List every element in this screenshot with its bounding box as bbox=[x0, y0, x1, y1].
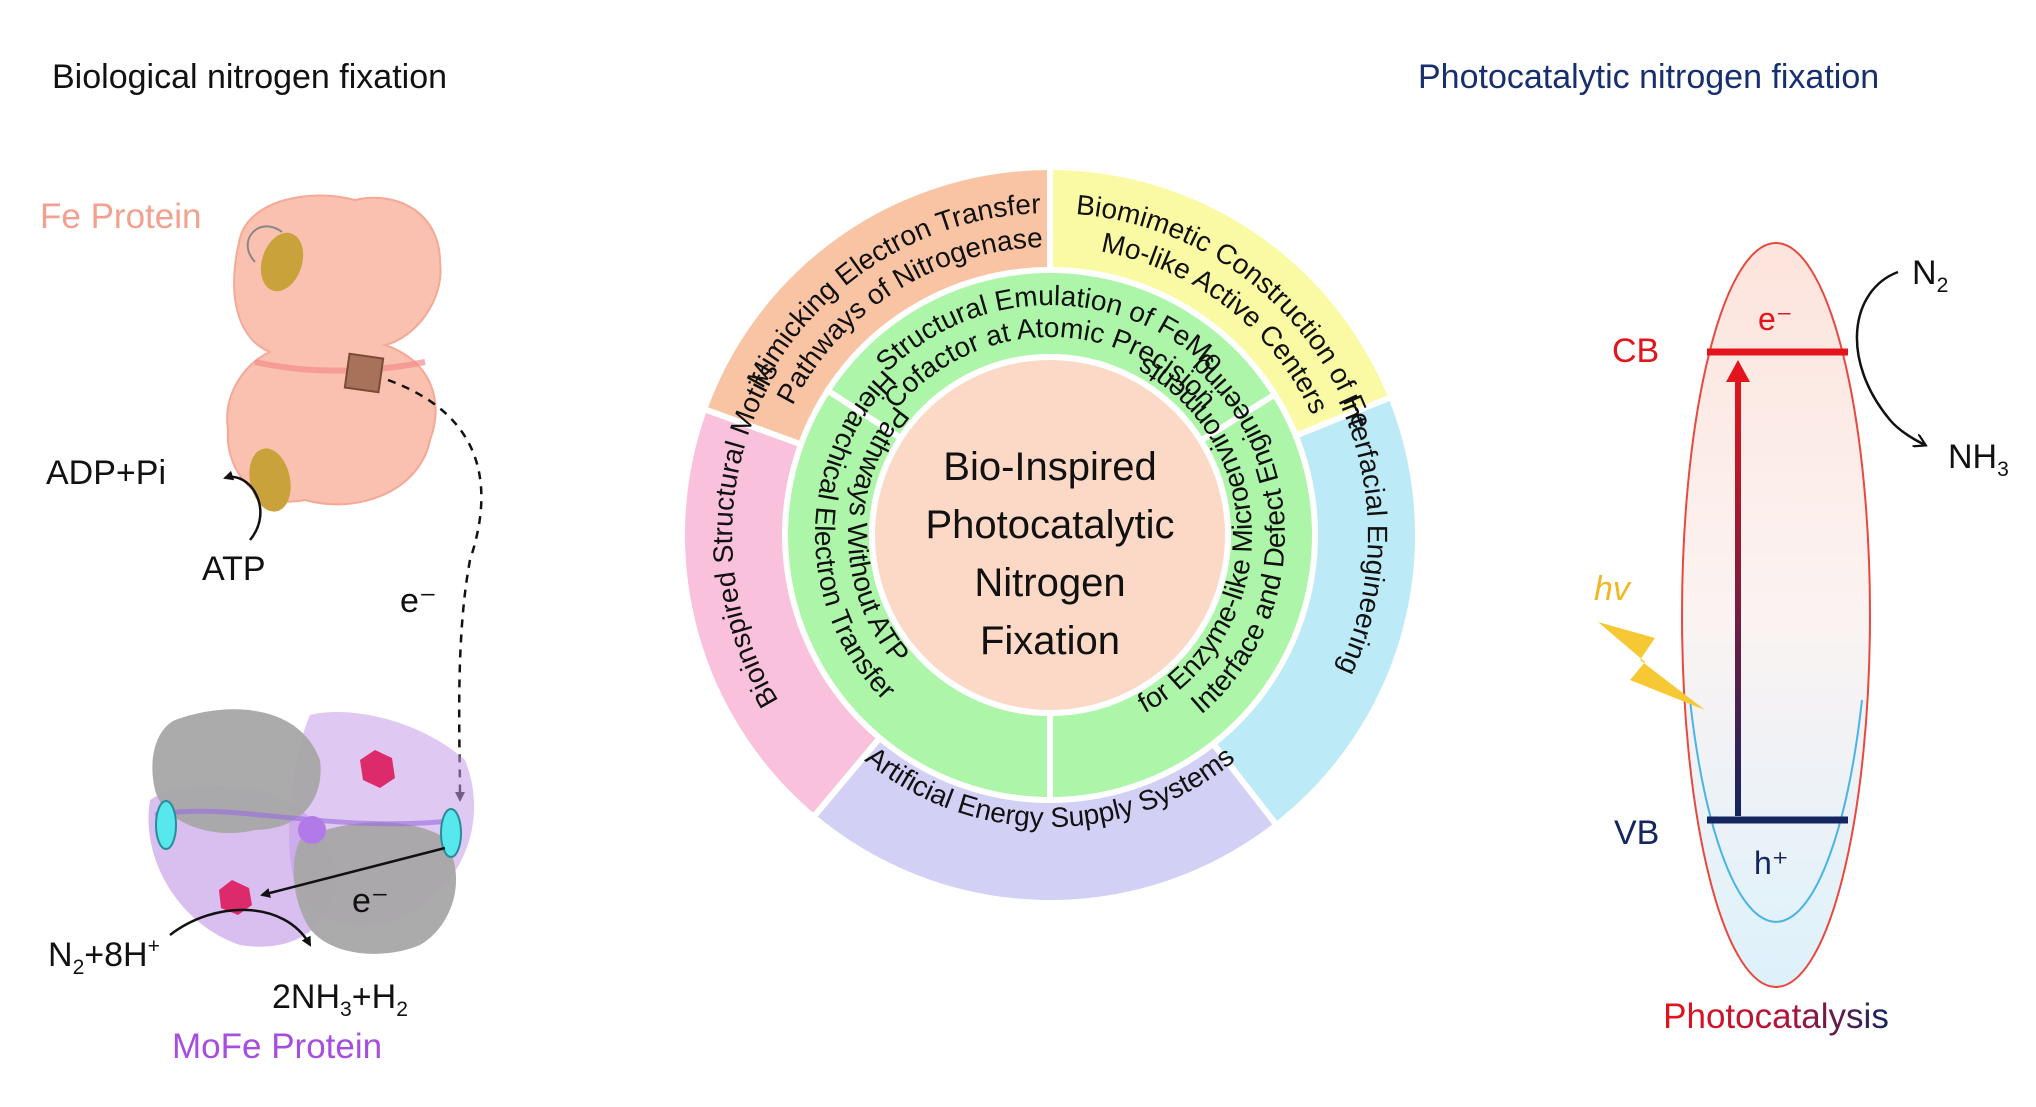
electron-transfer-arrow bbox=[260, 846, 446, 898]
center-title: Bio-Inspired Photocatalytic Nitrogen Fix… bbox=[925, 445, 1174, 663]
reduction-arrow bbox=[1855, 270, 1925, 445]
lightning-icon bbox=[1598, 622, 1705, 710]
atp-to-adp-arrow bbox=[223, 470, 262, 541]
nh3-label: NH3 bbox=[1948, 438, 2009, 481]
fe-protein-label: Fe Protein bbox=[40, 197, 201, 236]
electron-label: e⁻ bbox=[1758, 301, 1793, 337]
center-title-line-4: Fixation bbox=[980, 619, 1120, 663]
atp-label: ATP bbox=[202, 550, 266, 588]
center-title-line-3: Nitrogen bbox=[974, 561, 1125, 605]
band-ellipse bbox=[1681, 242, 1871, 988]
mofe-cofactor-top bbox=[360, 750, 395, 788]
mofe-right-cluster bbox=[440, 808, 462, 858]
mofe-protein-illustration bbox=[148, 709, 475, 954]
center-core bbox=[869, 354, 1231, 716]
excitation-arrow-head bbox=[1726, 360, 1750, 382]
center-title-line-2: Photocatalytic bbox=[925, 503, 1174, 547]
fe-protein-top-site bbox=[260, 232, 304, 292]
cb-label: CB bbox=[1612, 332, 1659, 370]
photocatalysis-caption: Photocatalysis bbox=[1663, 997, 1889, 1036]
vb-label: VB bbox=[1614, 814, 1659, 852]
electron-label-lower: e⁻ bbox=[352, 882, 389, 920]
fe-protein-illustration bbox=[226, 194, 442, 512]
hole-label: h⁺ bbox=[1754, 845, 1789, 881]
product-label: 2NH3+H2 bbox=[272, 978, 408, 1021]
center-title-line-1: Bio-Inspired bbox=[943, 445, 1156, 489]
fe-cluster bbox=[343, 352, 385, 394]
mofe-left-cluster bbox=[155, 800, 177, 850]
mofe-cofactor-bottom bbox=[219, 880, 252, 915]
left-panel-title: Biological nitrogen fixation bbox=[52, 58, 447, 96]
n2-label: N2 bbox=[1912, 254, 1948, 297]
light-label: hv bbox=[1594, 570, 1632, 608]
electron-label-upper: e⁻ bbox=[400, 582, 437, 620]
mofe-protein-label: MoFe Protein bbox=[172, 1027, 382, 1066]
adp-label: ADP+Pi bbox=[46, 454, 166, 492]
reaction-arrow bbox=[169, 908, 312, 947]
reactant-label: N2+8H+ bbox=[48, 935, 160, 979]
mofe-center-site bbox=[298, 816, 326, 844]
electron-dashed-arrow bbox=[387, 378, 483, 802]
right-panel-title: Photocatalytic nitrogen fixation bbox=[1418, 58, 1879, 96]
center-wheel bbox=[679, 163, 1421, 906]
fe-protein-bottom-site bbox=[249, 448, 291, 512]
excitation-arrow-shaft bbox=[1735, 378, 1741, 816]
